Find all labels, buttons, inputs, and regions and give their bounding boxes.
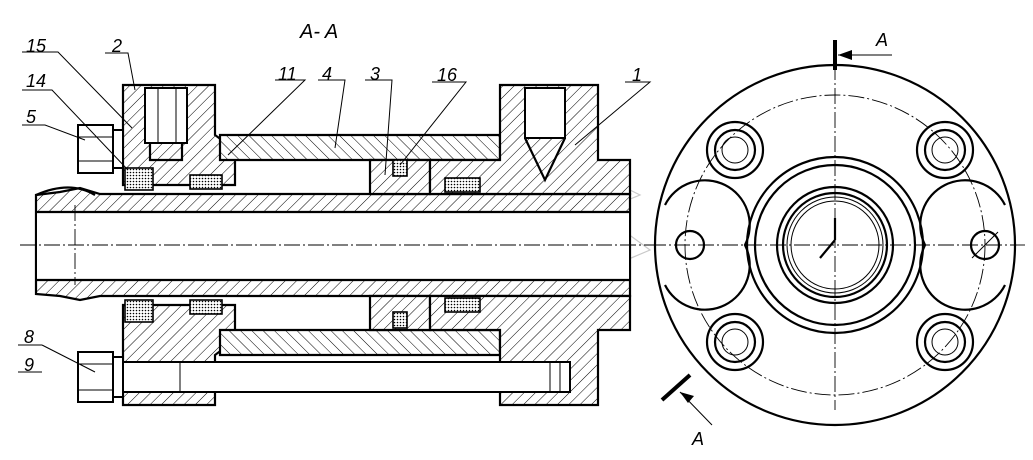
right-cover-upper bbox=[428, 83, 632, 196]
end-view bbox=[650, 40, 1025, 427]
section-mark-bottom: A bbox=[692, 429, 705, 449]
barrel-lower bbox=[218, 328, 502, 357]
seal-16-upper bbox=[392, 159, 408, 177]
section-mark-top: A bbox=[876, 30, 889, 50]
part-label-2: 2 bbox=[112, 36, 123, 56]
nut-upper bbox=[77, 124, 124, 174]
part-label-14: 14 bbox=[26, 71, 47, 91]
section-title: A- A bbox=[300, 21, 339, 43]
right-cover-lower bbox=[428, 294, 632, 407]
bolt-top-right bbox=[915, 120, 975, 180]
nut-lower bbox=[77, 351, 124, 403]
part-label-3: 3 bbox=[370, 64, 381, 84]
part-label-9: 9 bbox=[24, 355, 35, 375]
bolt-top-left bbox=[705, 120, 765, 180]
part-label-11: 11 bbox=[278, 64, 297, 84]
part-label-15: 15 bbox=[26, 36, 47, 56]
seal-16-lower bbox=[392, 311, 408, 329]
part-label-4: 4 bbox=[322, 64, 333, 84]
seal-right-lower bbox=[444, 297, 481, 313]
seal-right-upper bbox=[444, 177, 481, 193]
barrel-upper bbox=[218, 133, 502, 162]
section-view bbox=[18, 51, 652, 407]
bolt-bottom-left bbox=[705, 312, 765, 372]
seal-15-lower bbox=[124, 299, 154, 323]
seal-upper bbox=[189, 174, 223, 190]
part-label-5: 5 bbox=[26, 107, 37, 127]
part-label-8: 8 bbox=[24, 327, 35, 347]
seal-15-upper bbox=[124, 167, 154, 191]
part-label-16: 16 bbox=[437, 65, 458, 85]
bolt-bottom-right bbox=[915, 312, 975, 372]
seal-lower bbox=[189, 299, 223, 315]
part-label-1: 1 bbox=[632, 65, 643, 85]
